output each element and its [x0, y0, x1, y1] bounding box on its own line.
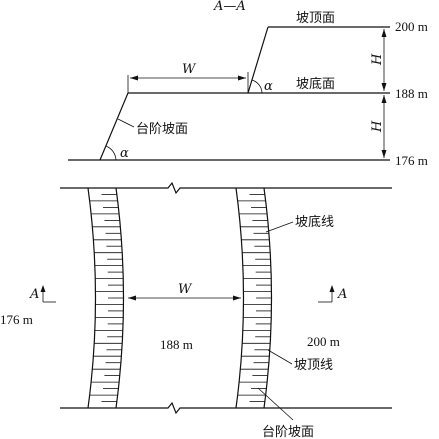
lower-angle-arc: [105, 145, 117, 161]
lower-angle-symbol: α: [120, 146, 129, 161]
left-bench-slope-band: [87, 187, 125, 409]
upper-height-arrow-bottom: [381, 83, 387, 91]
plan-width-symbol: W: [178, 282, 193, 297]
crest-line-label: 坡顶线: [294, 358, 333, 373]
slope-bottom-label: 坡底面: [296, 76, 335, 92]
section-mark-right-arrow: [329, 285, 335, 292]
right-bench-slope-band: [235, 187, 273, 409]
elevation-bottom: 176 m: [395, 153, 428, 168]
toe-line-label: 坡底线: [295, 214, 334, 230]
section-mark-right: A: [337, 287, 347, 302]
plan-width-arrow-left: [128, 295, 136, 301]
width-arrow-right: [238, 75, 246, 81]
section-mark-left-arrow: [40, 285, 46, 292]
bench-slope-leader: [117, 118, 135, 128]
plan-top-boundary: [60, 181, 392, 195]
lower-height-symbol: H: [370, 120, 385, 133]
lower-slope-line: [99, 92, 129, 161]
plan-elev-outer: 176 m: [0, 312, 33, 327]
plan-bench-slope-label: 台阶坡面: [262, 425, 314, 439]
elevation-mid: 188 m: [395, 86, 428, 101]
crest-line-leader: [267, 349, 293, 365]
lower-height-arrow-top: [381, 95, 387, 103]
upper-slope-line: [247, 26, 269, 94]
upper-angle-symbol: α: [264, 79, 273, 94]
plan-bottom-boundary: [60, 401, 392, 415]
section-mark-left: A: [29, 287, 39, 302]
slope-top-label: 坡顶面: [296, 11, 335, 26]
upper-height-arrow-top: [381, 29, 387, 37]
plan-width-arrow-right: [233, 295, 241, 301]
plan-bench-slope-leader: [257, 387, 294, 421]
elevation-top: 200 m: [395, 19, 428, 34]
section-bench-slope-label: 台阶坡面: [136, 122, 188, 137]
lower-height-arrow-bottom: [381, 150, 387, 158]
toe-line-leader: [265, 221, 294, 233]
plan-elev-bench: 188 m: [160, 337, 193, 352]
upper-angle-arc: [251, 79, 263, 94]
upper-height-symbol: H: [370, 53, 385, 66]
section-width-symbol: W: [182, 62, 197, 77]
section-title: A—A: [213, 0, 246, 14]
plan-elev-crest: 200 m: [307, 334, 340, 349]
width-arrow-left: [130, 75, 138, 81]
